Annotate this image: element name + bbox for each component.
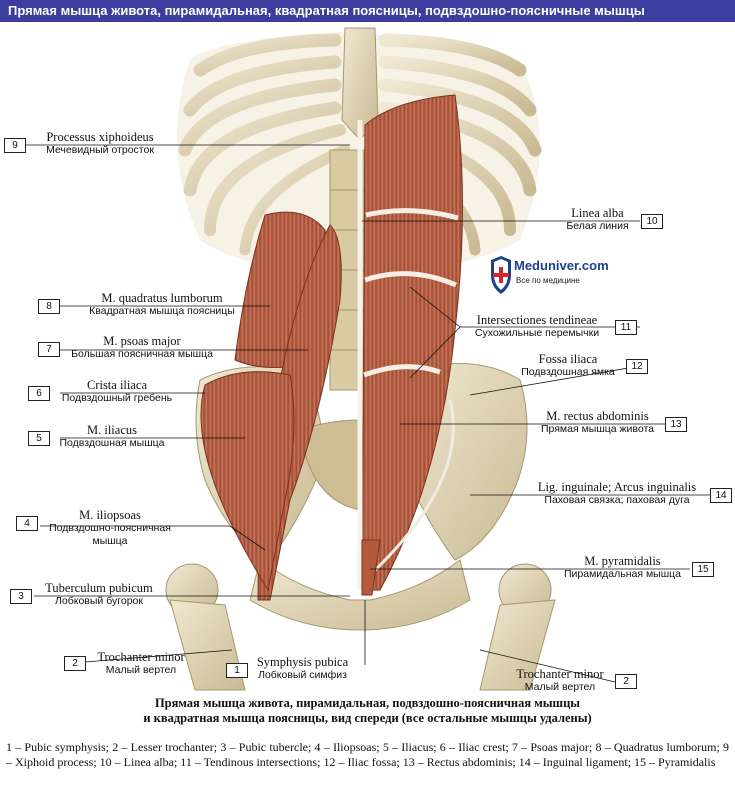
label-russian: Малый вертел [105, 664, 177, 676]
label-number-8: 8 [38, 299, 60, 314]
figure-legend: 1 – Pubic symphysis; 2 – Lesser trochant… [6, 740, 729, 769]
rectus-abdominis [361, 94, 463, 591]
label-number-14: 14 [710, 488, 732, 503]
label-russian: Малый вертел [524, 681, 596, 693]
inguinal-ligament [368, 399, 455, 577]
label-russian: мышца [92, 535, 128, 547]
label-rectus-abdominis: M. rectus abdominis Прямая мышца живота [530, 409, 665, 436]
label-latin: M. psoas major [103, 334, 181, 348]
label-number-6: 6 [28, 386, 50, 401]
label-russian: Пирамидальная мышца [563, 568, 682, 580]
logo-name: Meduniver.com [514, 258, 609, 273]
caption-line-1: Прямая мышца живота, пирамидальная, подв… [154, 696, 581, 710]
label-russian: Подвздошный гребень [61, 392, 173, 404]
label-iliacus: M. iliacus Подвздошная мышца [52, 423, 172, 450]
label-latin: Tuberculum pubicum [45, 581, 153, 595]
label-number-12: 12 [626, 359, 648, 374]
label-latin: Lig. inguinale; Arcus inguinalis [537, 480, 697, 494]
label-trochanter-minor-left: Trochanter minor Малый вертел [86, 650, 196, 677]
label-latin: M. quadratus lumborum [101, 291, 223, 305]
caption-line-2: и квадратная мышца поясницы, вид спереди… [143, 711, 592, 725]
label-russian: Подвздошная мышца [59, 437, 165, 449]
label-latin: Symphysis pubica [256, 655, 349, 669]
label-latin: Crista iliaca [86, 378, 148, 392]
pyramidalis [361, 539, 381, 596]
label-latin: M. pyramidalis [584, 554, 661, 568]
label-number-3: 3 [10, 589, 32, 604]
label-latin: Fossa iliaca [538, 352, 598, 366]
label-crista-iliaca: Crista iliaca Подвздошный гребень [52, 378, 182, 405]
logo-tagline: Все по медицине [516, 276, 580, 285]
label-russian: Белая линия [566, 220, 629, 232]
label-trochanter-minor-right: Trochanter minor Малый вертел [505, 667, 615, 694]
label-russian: Лобковый симфиз [258, 669, 347, 681]
label-russian: Лобковый бугорок [55, 595, 143, 607]
label-number-2-right: 2 [615, 674, 637, 689]
label-number-2-left: 2 [64, 656, 86, 671]
label-number-15: 15 [692, 562, 714, 577]
label-symphysis-pubica: Symphysis pubica Лобковый симфиз [250, 655, 355, 682]
leader-lines [24, 144, 710, 683]
label-quadratus-lumborum: M. quadratus lumborum Квадратная мышца п… [62, 291, 262, 318]
label-intersectiones-tendineae: Intersectiones tendineae Сухожильные пер… [462, 313, 612, 340]
figure-caption: Прямая мышца живота, пирамидальная, подв… [0, 696, 735, 726]
label-latin: Processus xiphoideus [46, 130, 154, 144]
label-russian: Прямая мышца живота [540, 423, 655, 435]
label-latin: M. rectus abdominis [546, 409, 649, 423]
label-russian: Большая поясничная мышца [71, 348, 213, 360]
label-russian: Подвздошная ямка [521, 366, 615, 378]
label-psoas-major: M. psoas major Большая поясничная мышца [62, 334, 222, 361]
label-number-7: 7 [38, 342, 60, 357]
label-russian: Квадратная мышца поясницы [89, 305, 235, 317]
label-latin: M. iliacus [87, 423, 137, 437]
label-latin: Intersectiones tendineae [476, 313, 598, 327]
label-number-4: 4 [16, 516, 38, 531]
anatomy-illustration [24, 27, 710, 691]
label-russian: Паховая связка; паховая дуга [544, 494, 690, 506]
label-number-1: 1 [226, 663, 248, 678]
label-latin: Trochanter minor [516, 667, 604, 681]
shield-icon [491, 256, 511, 294]
meduniver-logo[interactable]: Meduniver.com Все по медицине [490, 255, 640, 299]
label-number-5: 5 [28, 431, 50, 446]
label-russian: Сухожильные перемычки [474, 327, 600, 339]
page-title: Прямая мышца живота, пирамидальная, квад… [0, 0, 735, 22]
label-number-13: 13 [665, 417, 687, 432]
label-tuberculum-pubicum: Tuberculum pubicum Лобковый бугорок [34, 581, 164, 608]
femurs [165, 563, 556, 691]
label-latin: M. iliopsoas [79, 508, 141, 522]
label-linea-alba: Linea alba Белая линия [555, 206, 640, 233]
label-number-11: 11 [615, 320, 637, 335]
label-number-9: 9 [4, 138, 26, 153]
iliacus [200, 371, 295, 592]
label-iliopsoas: M. iliopsoas Подвздошно-поясничная мышца [40, 508, 180, 548]
label-russian: Подвздошно-поясничная [49, 522, 171, 534]
label-number-10: 10 [641, 214, 663, 229]
label-fossa-iliaca: Fossa iliaca Подвздошная ямка [513, 352, 623, 379]
label-pyramidalis: M. pyramidalis Пирамидальная мышца [555, 554, 690, 581]
label-lig-inguinale: Lig. inguinale; Arcus inguinalis Паховая… [527, 480, 707, 507]
label-latin: Linea alba [571, 206, 624, 220]
label-russian: Мечевидный отросток [46, 144, 154, 156]
label-latin: Trochanter minor [97, 650, 185, 664]
label-processus-xiphoideus: Processus xiphoideus Мечевидный отросток [30, 130, 170, 157]
